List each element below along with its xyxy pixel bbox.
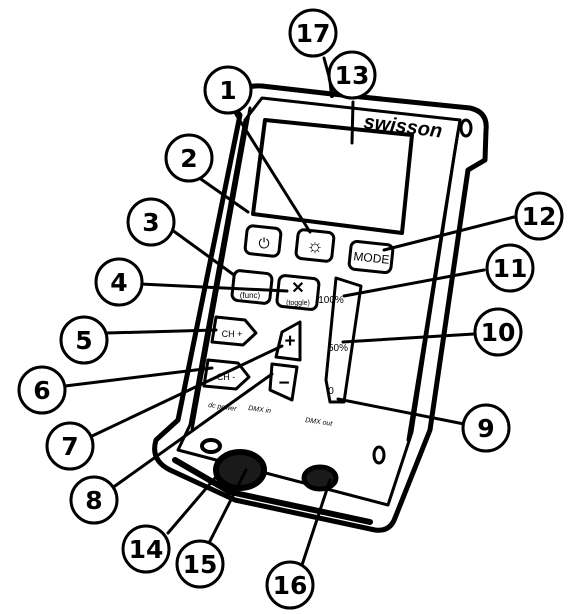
callout-number-5: 5 (75, 326, 92, 355)
dmx-out-connector (301, 464, 339, 492)
dmx-in-label: DMX in (248, 405, 272, 415)
backlight-button[interactable] (294, 228, 336, 263)
callout-circle-10 (473, 307, 523, 357)
leader-14 (166, 476, 217, 535)
plus-icon: + (284, 331, 295, 352)
minus-button[interactable] (268, 362, 299, 402)
callout-number-14: 14 (129, 535, 164, 564)
callout-number-11: 11 (493, 254, 528, 283)
ch-plus-button[interactable] (210, 315, 258, 347)
leader-15 (206, 468, 248, 547)
leader-11 (342, 268, 486, 298)
display-screen (251, 118, 414, 235)
fader-label-0: 0 (328, 386, 334, 397)
callout-circle-3 (126, 197, 176, 247)
callout-circle-15 (175, 539, 225, 589)
callout-number-2: 2 (180, 144, 197, 173)
callout-number-17: 17 (296, 19, 331, 48)
fader-track[interactable] (324, 276, 363, 404)
toggle-icon: ✕ (291, 280, 304, 297)
callout-number-4: 4 (110, 268, 127, 297)
rail-left (190, 106, 252, 432)
callout-number-10: 10 (481, 318, 516, 347)
dc-power-jack (200, 438, 222, 454)
power-icon: ⏻ (258, 235, 269, 251)
callout-number-15: 15 (183, 550, 218, 579)
leader-13 (350, 100, 355, 145)
power-button[interactable] (243, 224, 283, 258)
callout-circle-13 (327, 50, 377, 100)
minus-icon: − (278, 373, 289, 394)
callout-circle-7 (45, 421, 95, 471)
callout-number-16: 16 (273, 571, 308, 600)
callout-circle-6 (17, 365, 67, 415)
ch-minus-label: CH - (217, 372, 236, 382)
dmx-in-connector (213, 449, 267, 491)
mode-button-label: MODE (353, 249, 390, 267)
callout-circle-1 (203, 65, 253, 115)
callout-circle-11 (485, 243, 535, 293)
leader-7 (88, 344, 284, 439)
callout-circle-12 (514, 191, 564, 241)
leader-2 (193, 173, 250, 214)
callout-circle-14 (121, 524, 171, 574)
leader-9 (336, 397, 466, 426)
mode-button[interactable] (347, 239, 395, 275)
callout-number-6: 6 (33, 376, 50, 405)
mount-hole-top-right (459, 118, 473, 138)
callout-circle-8 (69, 475, 119, 525)
callout-number-9: 9 (477, 414, 494, 443)
backlight-icon: ☼ (306, 236, 323, 257)
callout-number-12: 12 (522, 202, 557, 231)
callout-number-3: 3 (142, 208, 159, 237)
leader-8 (113, 372, 274, 488)
leader-16 (300, 478, 332, 567)
leader-4 (138, 282, 289, 293)
fader-label-100: 100% (318, 295, 344, 306)
callout-circle-2 (164, 133, 214, 183)
callout-circle-16 (265, 560, 315, 610)
inner-frame (176, 96, 462, 507)
callout-number-13: 13 (335, 61, 370, 90)
base-shading (172, 457, 373, 525)
callout-circle-17 (288, 8, 338, 58)
callout-circle-9 (461, 403, 511, 453)
leader-3 (166, 225, 236, 277)
callout-circle-5 (59, 315, 109, 365)
callout-number-1: 1 (219, 76, 236, 105)
mount-hole-bottom-right (372, 445, 386, 465)
ch-plus-label: CH + (222, 329, 243, 339)
callout-circle-4 (94, 257, 144, 307)
func-label: (func) (240, 291, 261, 300)
rail-right (406, 130, 460, 442)
callout-number-7: 7 (61, 432, 78, 461)
leader-5 (105, 328, 218, 335)
leader-10 (341, 332, 476, 344)
leader-1 (230, 106, 312, 234)
fader-label-50: 50% (328, 343, 348, 354)
leader-12 (382, 215, 516, 252)
leader-6 (63, 366, 214, 388)
toggle-label: (toggle) (286, 300, 310, 307)
callout-number-8: 8 (85, 486, 102, 515)
dmx-out-label: DMX out (305, 417, 334, 428)
